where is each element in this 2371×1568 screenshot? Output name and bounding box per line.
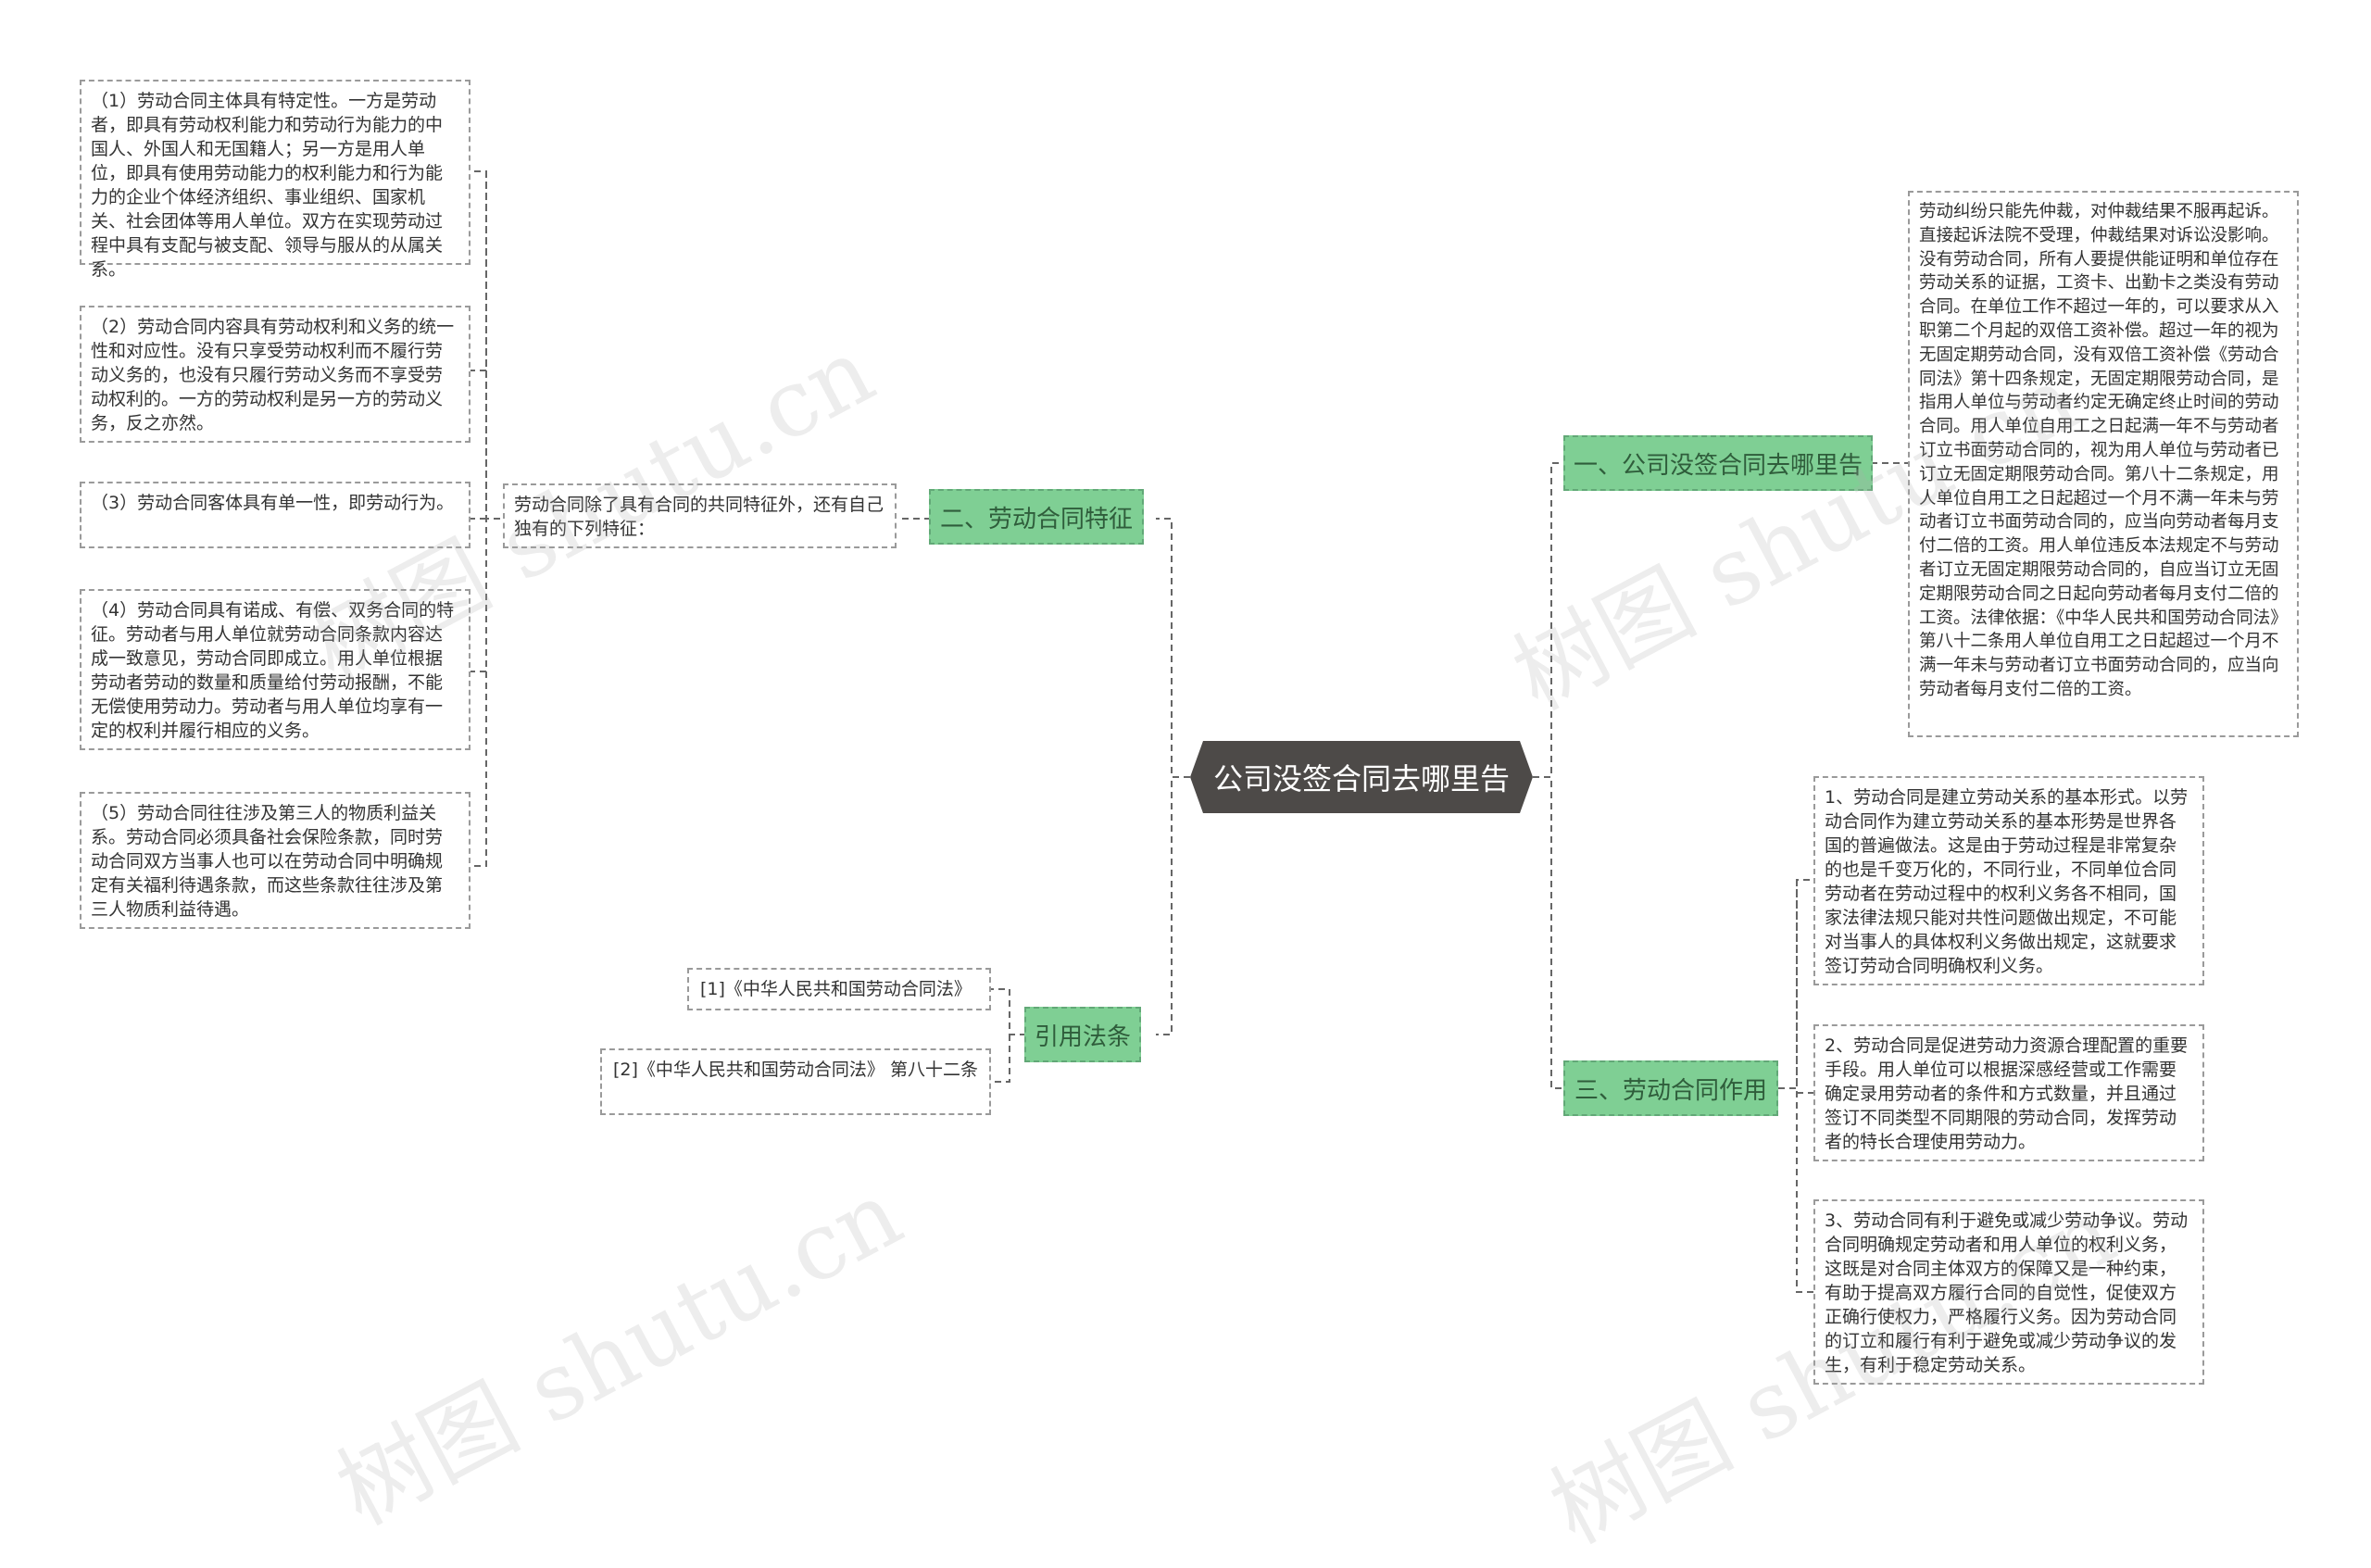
note-function-2: 2、劳动合同是促进劳动力资源合理配置的重要手段。用人单位可以根据深感经营或工作需…	[1813, 1024, 2204, 1161]
connector-lines	[470, 170, 1908, 1293]
link-b3-items	[1778, 879, 1813, 1293]
note-function-1: 1、劳动合同是建立劳动关系的基本形式。以劳动合同作为建立劳动关系的基本形势是世界…	[1813, 776, 2204, 985]
topic-contract-functions[interactable]: 三、劳动合同作用	[1563, 1060, 1778, 1116]
link-root-b4	[1156, 776, 1190, 1035]
link-root-b1	[1533, 462, 1574, 778]
note-where-to-sue: 劳动纠纷只能先仲裁，对仲裁结果不服再起诉。直接起诉法院不受理，仲裁结果对诉讼没影…	[1908, 191, 2299, 737]
root-topic[interactable]: 公司没签合同去哪里告	[1190, 741, 1533, 813]
note-feature-2: （2）劳动合同内容具有劳动权利和义务的统一性和对应性。没有只享受劳动权利而不履行…	[80, 306, 470, 443]
link-root-b2	[1156, 518, 1190, 778]
note-feature-4: （4）劳动合同具有诺成、有偿、双务合同的特征。劳动者与用人单位就劳动合同条款内容…	[80, 589, 470, 750]
topic-contract-features[interactable]: 二、劳动合同特征	[929, 489, 1144, 545]
citation-2[interactable]: [2]《中华人民共和国劳动合同法》 第八十二条	[600, 1048, 991, 1115]
note-function-3: 3、劳动合同有利于避免或减少劳动争议。劳动合同明确规定劳动者和用人单位的权利义务…	[1813, 1199, 2204, 1385]
topic-cited-laws[interactable]: 引用法条	[1024, 1007, 1141, 1062]
link-b4-items	[991, 988, 1026, 1083]
note-features-intro: 劳动合同除了具有合同的共同特征外，还有自己独有的下列特征：	[503, 483, 897, 548]
citation-1[interactable]: [1]《中华人民共和国劳动合同法》	[687, 968, 991, 1010]
topic-where-to-sue[interactable]: 一、公司没签合同去哪里告	[1563, 435, 1873, 491]
link-intro-items	[470, 170, 500, 867]
link-root-b3	[1533, 776, 1574, 1089]
note-feature-3: （3）劳动合同客体具有单一性，即劳动行为。	[80, 482, 470, 548]
note-feature-1: （1）劳动合同主体具有特定性。一方是劳动者，即具有劳动权利能力和劳动行为能力的中…	[80, 80, 470, 280]
mindmap-canvas: 公司没签合同去哪里告 一、公司没签合同去哪里告 劳动纠纷只能先仲裁，对仲裁结果不…	[80, 80, 2299, 1564]
note-feature-5: （5）劳动合同往往涉及第三人的物质利益关系。劳动合同必须具备社会保险条款，同时劳…	[80, 792, 470, 929]
